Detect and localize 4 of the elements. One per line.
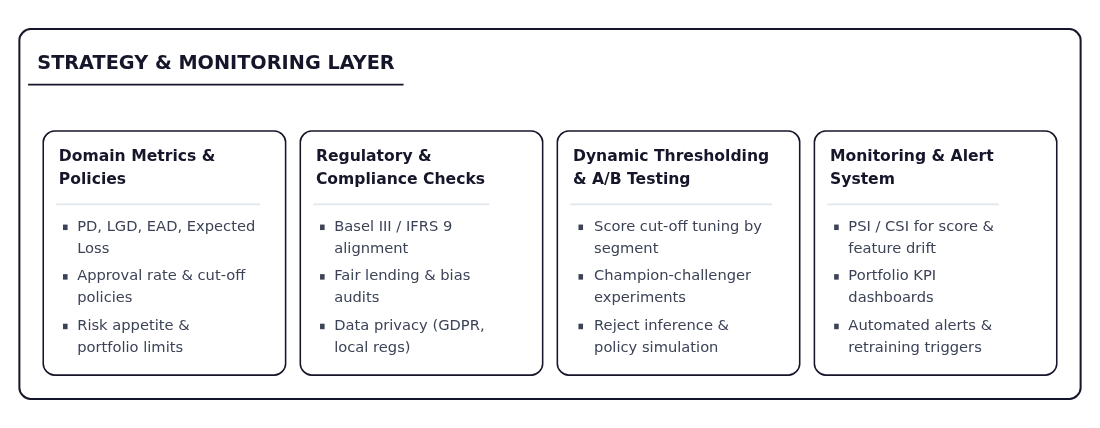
node-box: Monitoring & Alert System PSI / CSI for score & feature drift Portfolio KPI dashboards Automated alerts & retraining triggers	[813, 130, 1058, 376]
node-box: Domain Metrics & Policies PD, LGD, EAD, Expected Loss Approval rate & cut-off policies Risk appetite & portfolio limits	[42, 130, 287, 376]
node-box: Dynamic Thresholding & A/B Testing Score cut-off tuning by segment Champion-challenger experiments Reject inference & policy simulation	[556, 130, 801, 376]
node-box: Regulatory & Compliance Checks Basel III / IFRS 9 alignment Fair lending & bias audits Data privacy (GDPR, local regs)	[299, 130, 544, 376]
